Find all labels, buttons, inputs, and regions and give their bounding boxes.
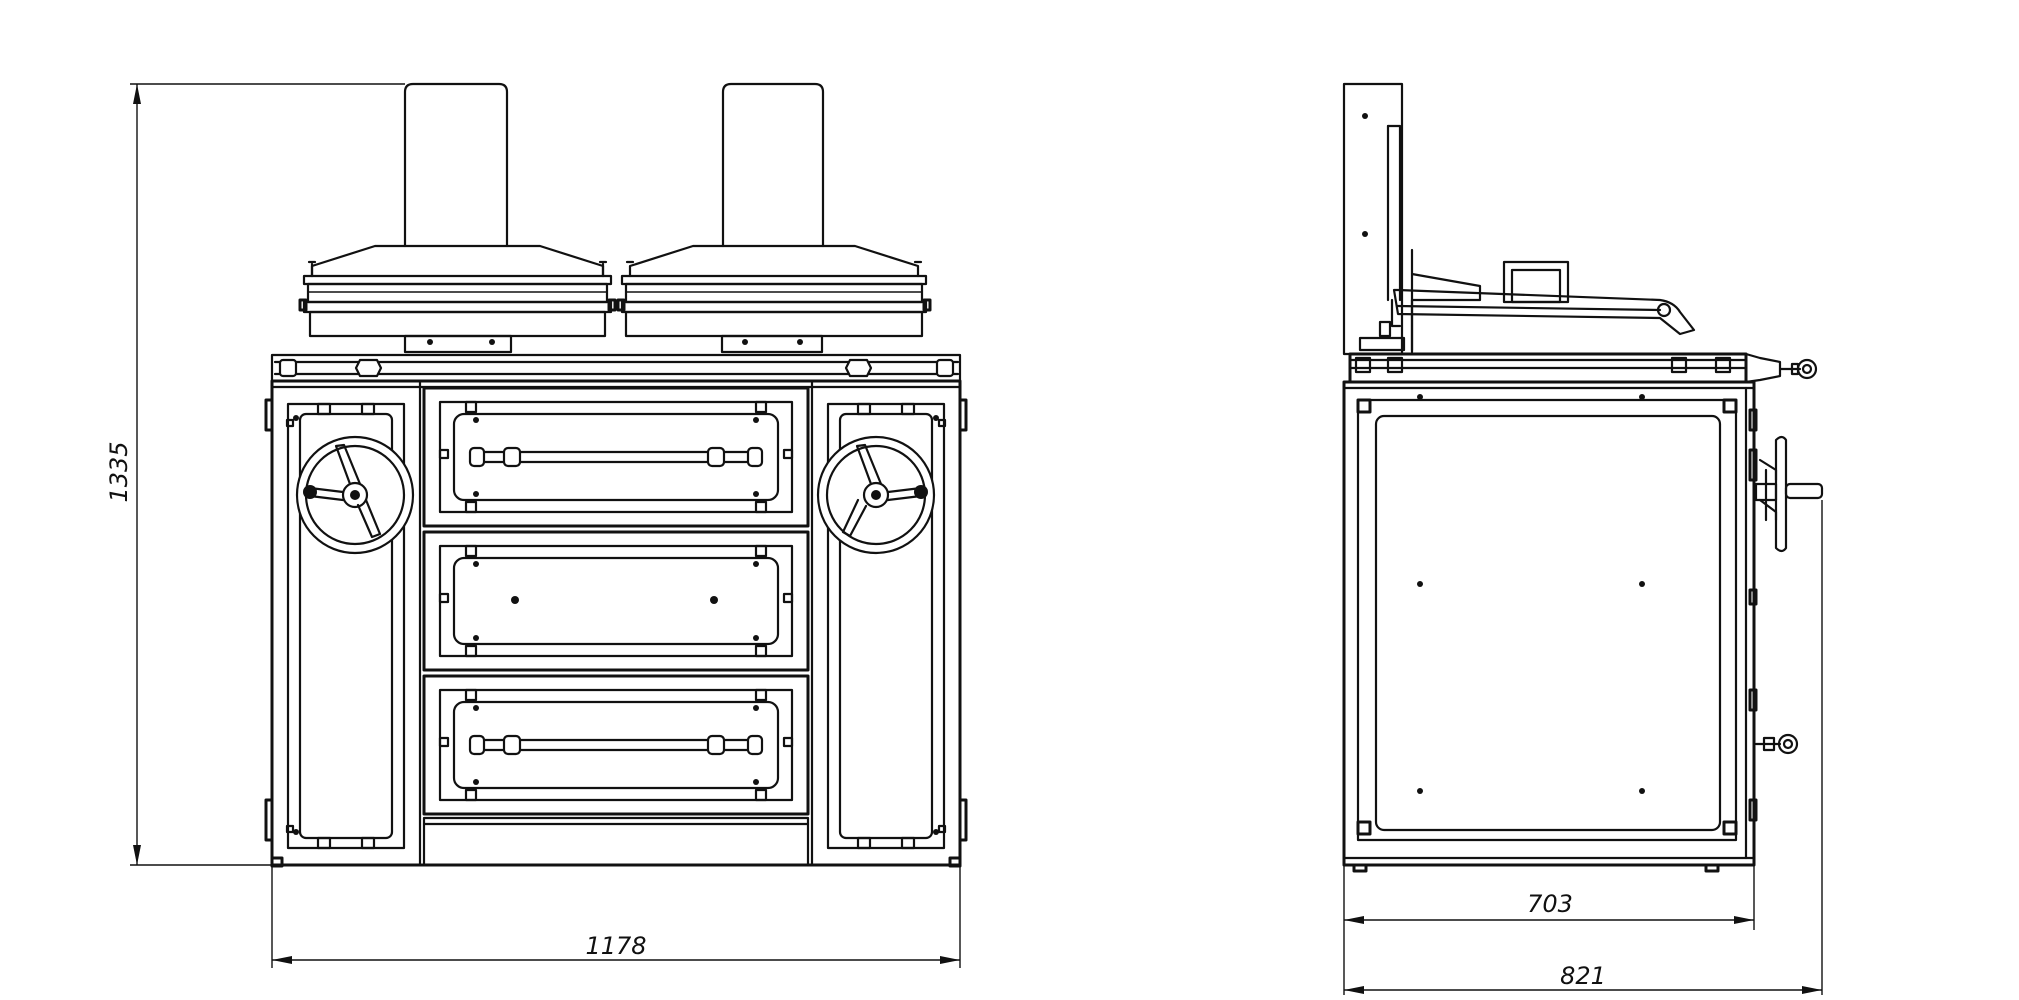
left-handwheel	[295, 435, 415, 555]
side-view: 703 821	[1342, 82, 1824, 995]
side-hood	[1358, 260, 1696, 352]
left-hood	[298, 244, 617, 354]
side-depth-dimension	[1343, 866, 1755, 995]
side-handwheel	[1754, 435, 1824, 553]
side-depth-dimension-label: 703	[1527, 890, 1573, 918]
front-view: 1335 1178	[105, 82, 968, 968]
side-top-rail	[1348, 352, 1818, 384]
right-handwheel	[816, 435, 936, 555]
side-lower-knob	[1754, 733, 1799, 755]
left-chimney	[403, 82, 509, 248]
middle-oven-door	[422, 530, 810, 672]
top-rail	[270, 353, 962, 383]
right-hood	[616, 244, 932, 354]
front-width-dimension-label: 1178	[585, 932, 646, 960]
lower-oven-door	[422, 674, 810, 816]
front-width-dimension	[271, 866, 961, 968]
height-dimension-label: 1335	[105, 441, 133, 502]
side-body	[1342, 380, 1758, 873]
side-total-depth-dimension	[1344, 500, 1823, 995]
side-total-depth-dimension-label: 821	[1560, 962, 1606, 990]
right-side-panel	[826, 402, 947, 850]
height-dimension	[130, 83, 405, 866]
upper-oven-door	[422, 386, 810, 528]
right-chimney	[721, 82, 825, 248]
front-plinth	[270, 816, 962, 868]
left-side-panel	[285, 402, 406, 850]
